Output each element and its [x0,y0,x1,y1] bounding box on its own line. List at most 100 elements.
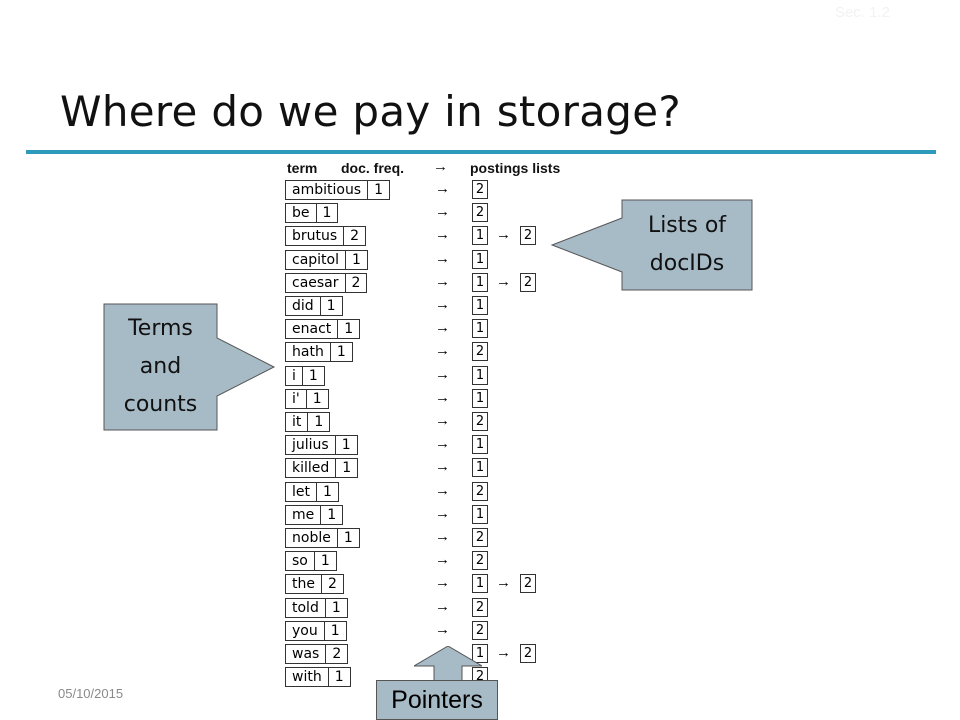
doc-freq-cell: 1 [327,668,350,687]
term-freq-box: told 1 [285,597,348,618]
posting-docid-box: 2 [520,226,536,246]
posting-docid-box: 2 [472,481,488,501]
term-freq-box: ambitious 1 [285,180,391,200]
posting-link-arrow: → [496,574,511,592]
dictionary-pointer-arrow: → [435,365,450,383]
doc-freq-cell: 1 [301,366,324,385]
term-cell: you [292,622,318,639]
term-cell: me [292,506,315,523]
doc-freq-cell: 2 [320,575,343,594]
doc-freq-cell: 1 [324,598,347,617]
callout-text-line: and [139,354,182,379]
term-cell: i [292,367,296,384]
posting-docid-box: 1 [472,458,488,478]
term-freq-box: noble 1 [285,528,360,548]
term-cell: hath [292,344,324,361]
term-cell: i' [292,390,300,407]
term-cell: killed [292,460,330,477]
dictionary-pointer-arrow: → [435,458,450,476]
doc-freq-cell: 1 [305,389,328,408]
doc-freq-cell: 1 [323,621,346,640]
up-arrow-shape [414,646,482,682]
dictionary-pointer-arrow: → [435,435,450,453]
term-cell: noble [292,530,331,546]
doc-freq-cell: 1 [316,482,338,501]
doc-freq-cell: 1 [337,320,359,339]
dictionary-pointer-arrow: → [435,528,450,545]
index-row: julius 1 → 1 [285,435,585,456]
title-divider [26,150,936,154]
posting-docid-box: 1 [472,365,488,385]
dictionary-pointer-arrow: → [435,203,450,221]
term-freq-box: the 2 [285,574,344,595]
posting-link-arrow: → [496,644,511,661]
doc-freq-cell: 1 [319,297,342,315]
posting-docid-box: 1 [472,226,488,246]
doc-freq-cell: 1 [334,436,357,455]
callout-text-line: Terms [128,316,193,341]
posting-docid-box: 1 [472,504,488,524]
doc-freq-cell: 1 [367,181,389,199]
dictionary-pointer-arrow: → [435,272,450,290]
term-cell: julius [292,437,329,454]
term-cell: enact [292,321,332,338]
doc-freq-cell: 2 [343,227,365,246]
dictionary-pointer-arrow: → [435,249,450,267]
doc-freq-cell: 1 [313,552,336,571]
term-cell: it [292,414,302,430]
callout-pointers: Pointers [376,680,498,720]
footer-date: 05/10/2015 [58,686,124,701]
dictionary-pointer-arrow: → [435,412,450,429]
index-row: i'1→1 [285,388,585,409]
callout-text-line: Lists of [647,213,727,238]
posting-docid-box: 2 [520,574,536,594]
posting-docid-box: 2 [472,528,488,547]
term-cell: the [292,576,315,593]
dictionary-pointer-arrow: → [435,226,450,244]
header-term: term [287,160,318,176]
dictionary-pointer-arrow: → [435,620,450,638]
term-cell: told [292,599,319,616]
posting-docid-box: 2 [472,203,488,223]
posting-docid-box: 2 [472,412,488,431]
left-arrow-callout-shape [550,199,753,291]
dictionary-pointer-arrow: → [435,481,450,499]
dictionary-pointer-arrow: → [435,504,450,522]
term-freq-box: i' 1 [285,388,329,409]
term-freq-box: with 1 [285,667,351,688]
index-row: you 1 → 2 [285,620,585,641]
posting-docid-box: 2 [472,620,488,640]
callout-text-line: docIDs [649,251,725,276]
posting-docid-box: 2 [520,272,536,292]
posting-docid-box: 1 [472,249,488,269]
doc-freq-cell: 1 [336,529,359,547]
doc-freq-cell: 2 [325,645,347,663]
doc-freq-cell: 1 [315,204,338,223]
term-cell: caesar [292,274,339,291]
dictionary-pointer-arrow: → [435,180,450,197]
term-cell: with [292,669,322,686]
posting-docid-box: 1 [472,435,488,455]
term-cell: let [292,483,310,500]
callout-text-line: counts [123,392,198,417]
term-cell: ambitious [292,182,362,198]
